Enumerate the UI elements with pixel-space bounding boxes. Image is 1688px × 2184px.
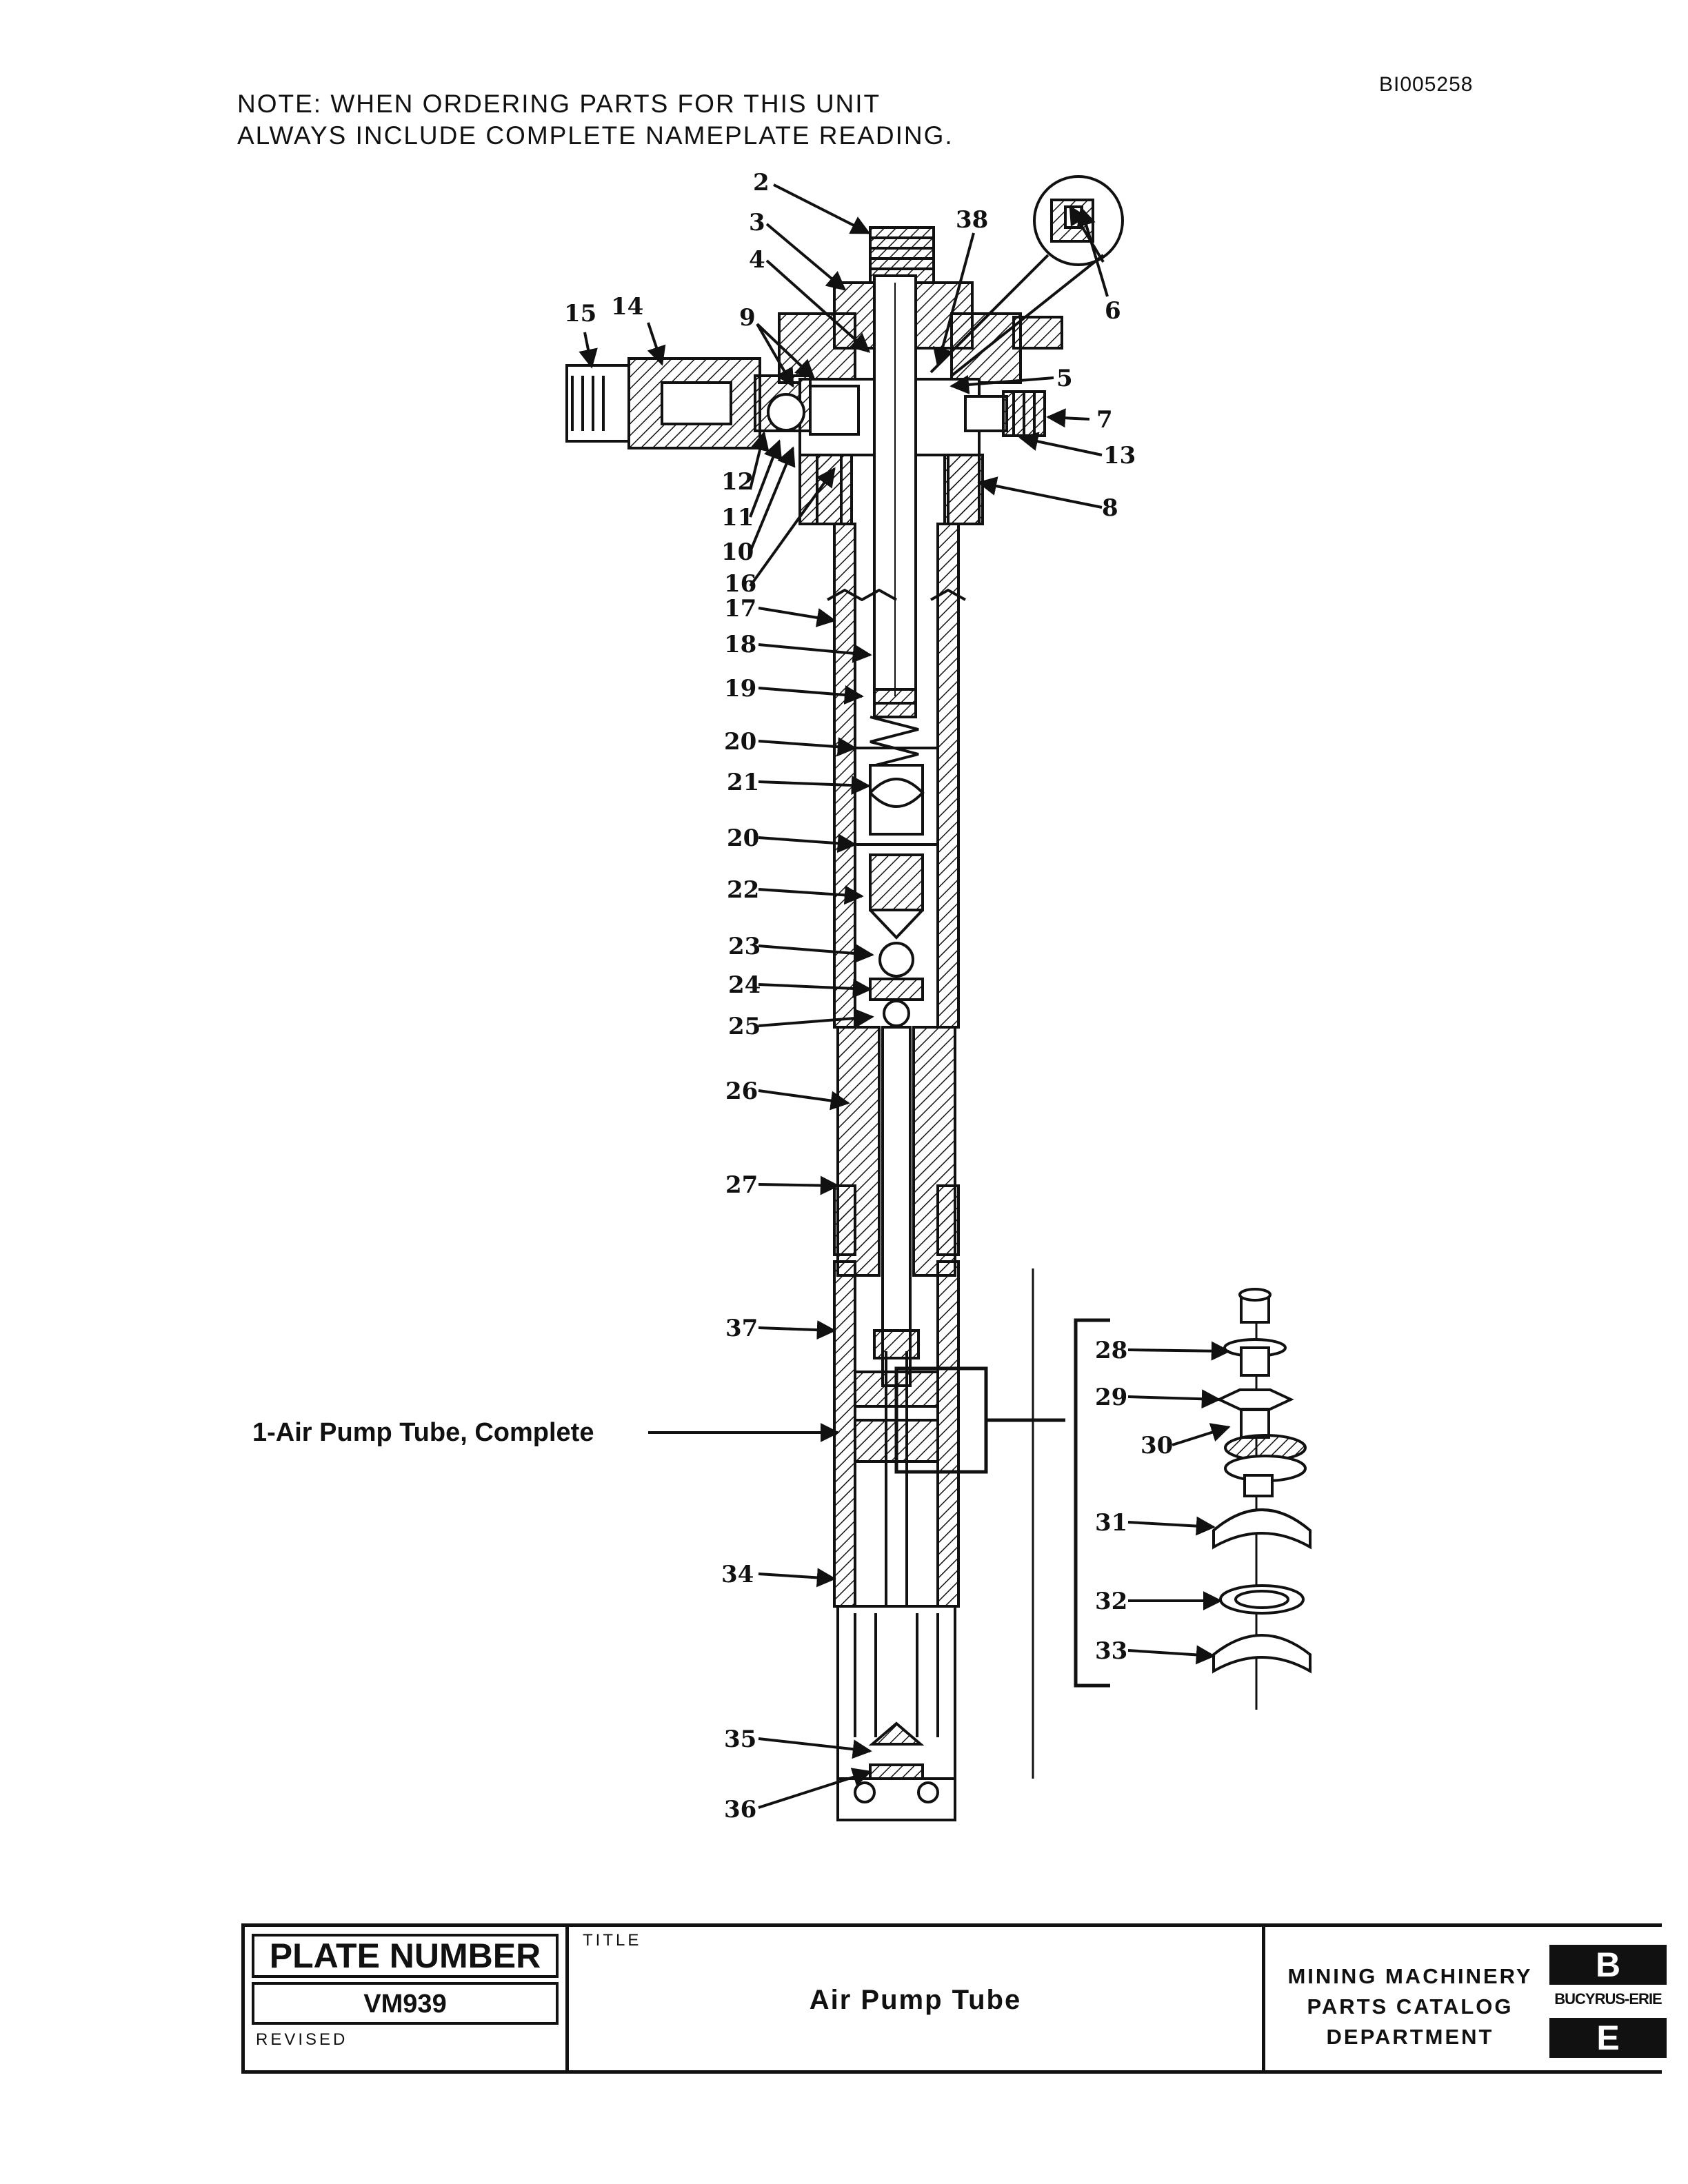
- callout-9: 9: [739, 304, 756, 332]
- title-label: TITLE: [583, 1931, 642, 1950]
- callout-15: 15: [564, 300, 596, 327]
- callout-19: 19: [724, 675, 756, 702]
- callout-20-upper: 20: [724, 728, 756, 756]
- plate-number-cell: PLATE NUMBER VM939 REVISED: [245, 1927, 569, 2070]
- callout-25: 25: [728, 1013, 761, 1040]
- callout-8: 8: [1102, 494, 1118, 522]
- department-line-2: PARTS CATALOG: [1307, 1994, 1514, 2019]
- callout-13: 13: [1103, 442, 1136, 469]
- title-block: PLATE NUMBER VM939 REVISED TITLE Air Pum…: [241, 1923, 1667, 2074]
- logo-letter-e: E: [1549, 2018, 1667, 2058]
- callout-3: 3: [749, 209, 765, 236]
- callout-10: 10: [721, 538, 754, 566]
- callout-34: 34: [721, 1561, 754, 1588]
- callout-12: 12: [721, 468, 754, 496]
- callout-33: 33: [1095, 1637, 1127, 1665]
- department-line-1: MINING MACHINERY: [1287, 1964, 1533, 1988]
- leader-lines: [579, 183, 1231, 1809]
- inlet-fitting: [565, 357, 860, 449]
- plate-number-label: PLATE NUMBER: [252, 1934, 559, 1978]
- callout-5: 5: [1056, 365, 1073, 392]
- pump-head: [778, 226, 1063, 705]
- main-tube: [827, 523, 966, 1821]
- side-plug: [964, 390, 1046, 437]
- document-id: BI005258: [1379, 73, 1474, 96]
- callout-23: 23: [728, 933, 761, 960]
- callout-6: 6: [1105, 297, 1121, 325]
- callout-26: 26: [725, 1078, 758, 1105]
- callout-38: 38: [956, 206, 988, 234]
- callout-29: 29: [1095, 1384, 1127, 1411]
- callout-labels: 2 3 4 38 6 15 14 9 5 7 13 8 12 11 10 16 …: [252, 169, 1173, 1823]
- callout-28: 28: [1095, 1337, 1127, 1364]
- assembly-label: 1-Air Pump Tube, Complete: [252, 1418, 594, 1447]
- revised-label: REVISED: [256, 2030, 348, 2049]
- note-line-1: NOTE: WHEN ORDERING PARTS FOR THIS UNIT: [237, 90, 881, 118]
- logo-wordmark: BUCYRUS-ERIE: [1554, 1990, 1662, 2008]
- ordering-note: NOTE: WHEN ORDERING PARTS FOR THIS UNIT …: [237, 88, 954, 152]
- callout-18: 18: [724, 631, 756, 658]
- callout-2: 2: [753, 169, 770, 196]
- callout-11: 11: [721, 504, 754, 532]
- callout-21: 21: [727, 769, 759, 796]
- callout-22: 22: [727, 876, 759, 904]
- callout-17: 17: [724, 595, 756, 623]
- callout-27: 27: [725, 1171, 758, 1199]
- plate-number: VM939: [252, 1982, 559, 2025]
- plate-title: Air Pump Tube: [809, 1985, 1022, 2015]
- callout-7: 7: [1096, 406, 1113, 434]
- department-cell: MINING MACHINERY PARTS CATALOG DEPARTMEN…: [1265, 1927, 1667, 2070]
- callout-4: 4: [749, 246, 765, 274]
- callout-30: 30: [1141, 1432, 1173, 1459]
- title-cell: TITLE Air Pump Tube: [569, 1927, 1265, 2070]
- callout-31: 31: [1095, 1509, 1127, 1537]
- callout-35: 35: [724, 1726, 756, 1753]
- callout-37: 37: [725, 1315, 758, 1342]
- callout-24: 24: [728, 971, 761, 999]
- department-line-3: DEPARTMENT: [1326, 2025, 1494, 2049]
- callout-36: 36: [724, 1796, 756, 1823]
- callout-20-lower: 20: [727, 825, 759, 852]
- callout-16: 16: [724, 570, 756, 598]
- logo-letter-b: B: [1549, 1945, 1667, 1985]
- note-line-2: ALWAYS INCLUDE COMPLETE NAMEPLATE READIN…: [237, 121, 954, 150]
- bucyrus-erie-logo: B BUCYRUS-ERIE E: [1549, 1945, 1667, 2062]
- callout-32: 32: [1095, 1588, 1127, 1615]
- callout-14: 14: [611, 293, 643, 321]
- valve-parts-exploded: [1212, 1288, 1312, 1674]
